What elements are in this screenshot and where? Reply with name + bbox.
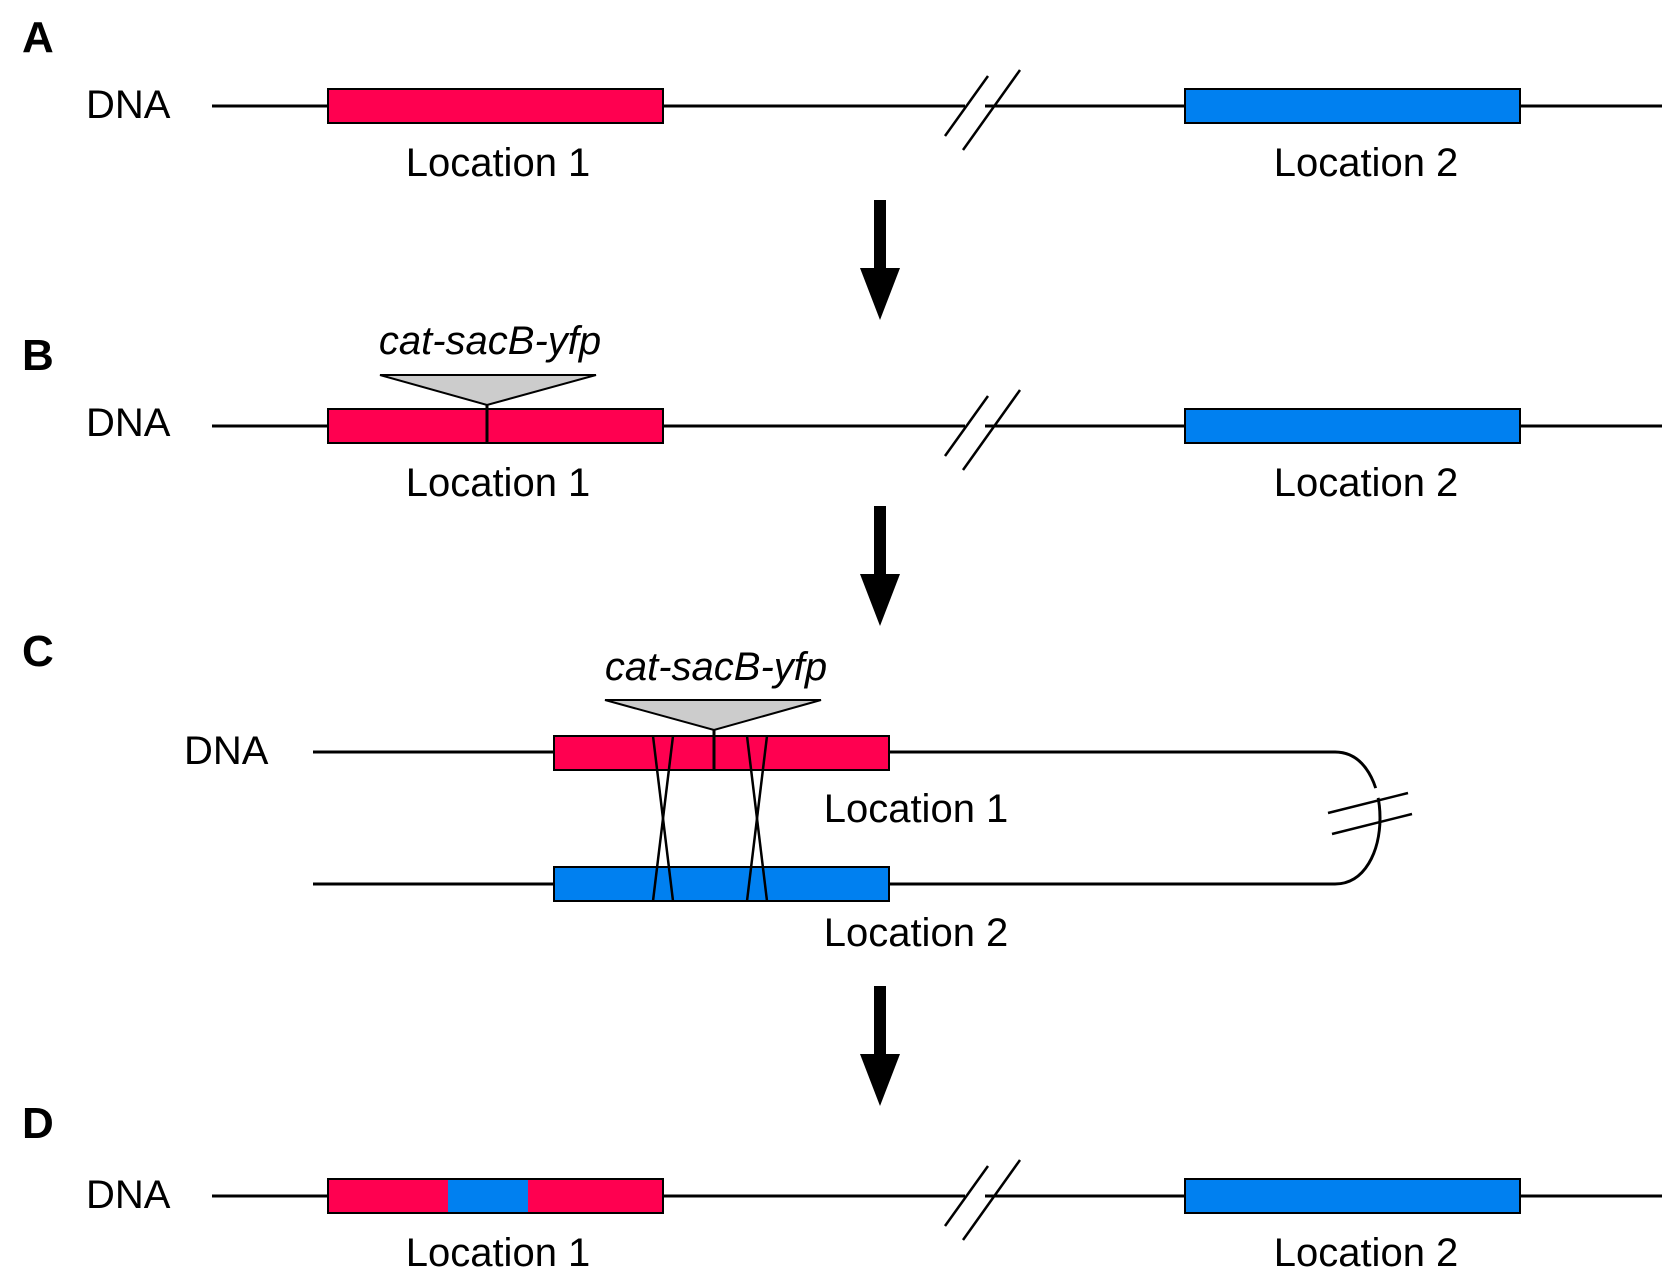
panel-a-location2-label: Location 2 — [1274, 141, 1459, 185]
panel-d: D DNA Location 1 Location 2 — [22, 1099, 1662, 1275]
panel-b-break-icon — [943, 389, 1022, 471]
panel-c-break-icon — [1327, 785, 1413, 836]
panel-c-insert-triangle — [604, 699, 822, 732]
panel-d-location1-label: Location 1 — [406, 1231, 591, 1275]
panel-b-location1-box — [327, 408, 664, 444]
panel-b-letter: B — [22, 331, 54, 380]
panel-d-location2-label: Location 2 — [1274, 1231, 1459, 1275]
panel-a-letter: A — [22, 13, 54, 62]
panel-b-location2-box — [1184, 408, 1521, 444]
panel-b-insert-label: cat-sacB-yfp — [379, 319, 601, 363]
panel-c-letter: C — [22, 627, 54, 676]
panel-c-location2-label: Location 2 — [824, 911, 1009, 955]
panel-c-insert-label: cat-sacB-yfp — [605, 645, 827, 689]
panel-b-dna-label: DNA — [86, 401, 171, 445]
panel-c-crossover-right — [745, 735, 769, 902]
panel-c-location1-label: Location 1 — [824, 787, 1009, 831]
panel-a-location1-box — [327, 88, 664, 124]
arrow-b-to-c — [860, 506, 900, 626]
panel-a: A DNA Location 1 Location 2 — [22, 13, 1662, 185]
panel-a-break-icon — [943, 69, 1022, 151]
panel-b-location1-label: Location 1 — [406, 461, 591, 505]
panel-d-location2-box — [1184, 1178, 1521, 1214]
arrow-a-to-b — [860, 200, 900, 320]
panel-c-crossover-left — [651, 735, 675, 902]
arrow-c-to-d — [860, 986, 900, 1106]
panel-c-dna-label: DNA — [184, 729, 269, 773]
panel-c: C DNA cat-sacB-yfp Location 1 Location 2 — [22, 627, 1413, 955]
panel-c-location2-box — [553, 866, 890, 902]
panel-a-location2-box — [1184, 88, 1521, 124]
panel-a-location1-label: Location 1 — [406, 141, 591, 185]
panel-c-location1-box — [553, 735, 890, 771]
panel-a-dna-label: DNA — [86, 83, 171, 127]
panel-d-dna-label: DNA — [86, 1173, 171, 1217]
panel-b-location2-label: Location 2 — [1274, 461, 1459, 505]
panel-d-letter: D — [22, 1099, 54, 1148]
panel-b-insert-triangle — [379, 374, 597, 407]
panel-d-break-icon — [943, 1159, 1022, 1241]
panel-c-dna-loop — [313, 750, 1382, 886]
panel-b: B DNA cat-sacB-yfp Location 1 Location 2 — [22, 319, 1662, 505]
panel-d-location1-box — [327, 1178, 664, 1214]
